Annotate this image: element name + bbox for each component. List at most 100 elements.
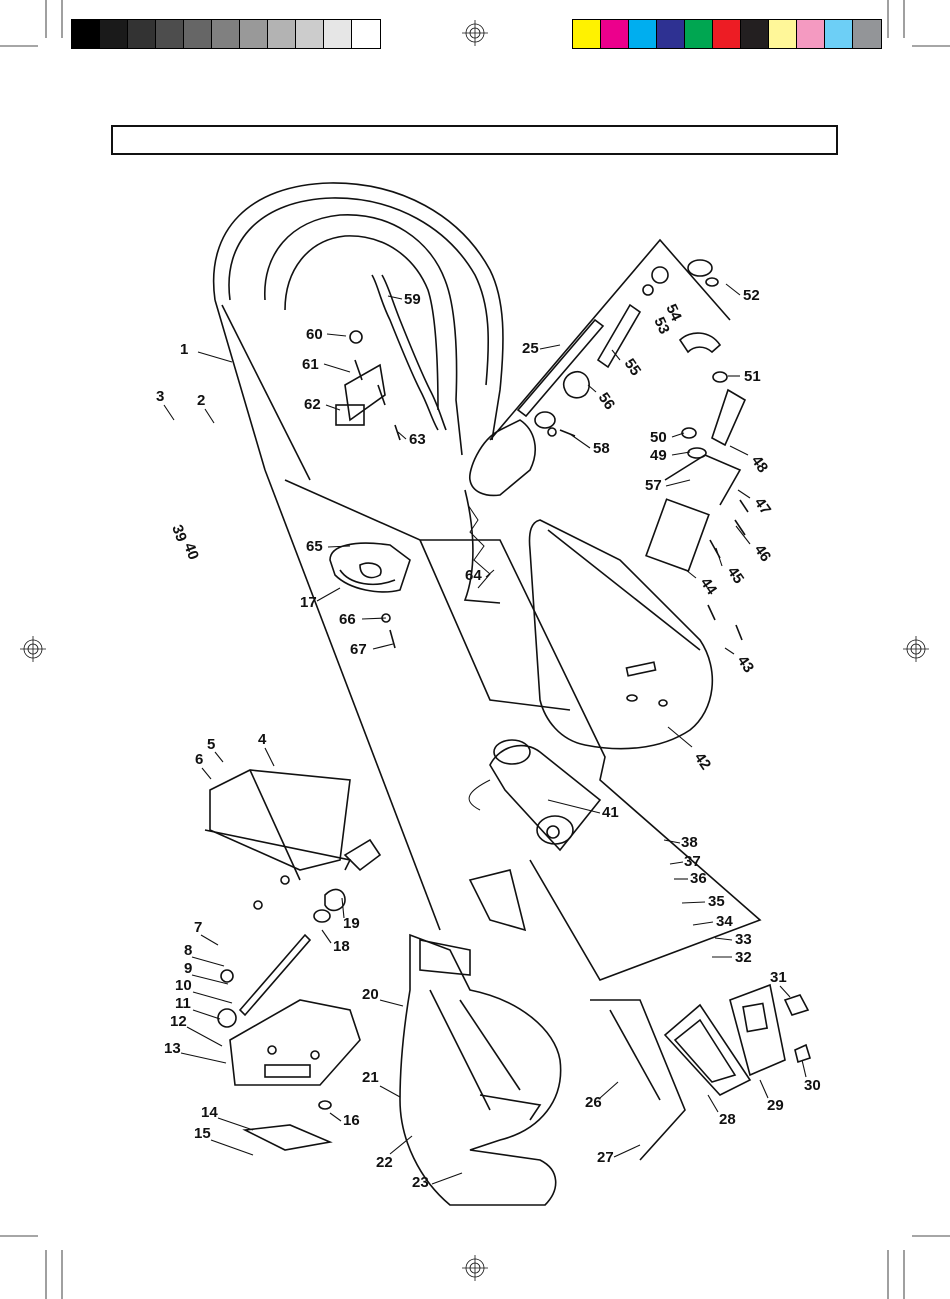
callout-number: 61 — [302, 356, 319, 373]
callout-number: 30 — [804, 1077, 821, 1094]
callout-leader — [218, 1118, 253, 1130]
switch-box — [590, 985, 810, 1160]
callout-number: 20 — [362, 986, 379, 1003]
callout-leader — [198, 352, 232, 362]
callout-number: 66 — [339, 611, 356, 628]
callout-number: 29 — [767, 1097, 784, 1114]
callout-leader — [388, 296, 402, 299]
callout-leader — [193, 992, 232, 1003]
callout-leader — [686, 570, 696, 578]
callout-number: 6 — [195, 751, 203, 768]
callout-number: 17 — [300, 594, 317, 611]
callout-number: 51 — [744, 368, 761, 385]
callout-leader — [738, 490, 750, 498]
blade-and-clamp — [336, 275, 446, 440]
callout-number: 41 — [602, 804, 619, 821]
callout-number: 45 — [724, 564, 747, 587]
callout-leader — [600, 1082, 618, 1098]
callout-leader — [187, 1027, 222, 1046]
callout-number: 28 — [719, 1111, 736, 1128]
callout-number: 31 — [770, 969, 787, 986]
callout-leader — [760, 1080, 768, 1098]
callout-leader — [327, 334, 346, 336]
callout-leader — [726, 284, 740, 295]
callout-number: 23 — [412, 1174, 429, 1191]
callout-number: 58 — [593, 440, 610, 457]
callout-number: 43 — [734, 653, 757, 676]
callout-number: 63 — [409, 431, 426, 448]
callout-number: 3 — [156, 388, 164, 405]
callout-leader — [682, 902, 705, 903]
callout-leader — [380, 1000, 403, 1006]
callout-number: 57 — [645, 477, 662, 494]
callout-number: 50 — [650, 429, 667, 446]
callout-leader — [715, 938, 732, 940]
belt-cover — [205, 770, 380, 1015]
callout-leader — [324, 364, 350, 372]
tilt-bracket — [330, 543, 410, 648]
work-table — [529, 520, 742, 749]
registration-mark-top — [462, 20, 488, 46]
callout-leader — [693, 922, 713, 925]
lower-bracket — [218, 970, 360, 1150]
callout-number: 18 — [333, 938, 350, 955]
callout-leader — [432, 1173, 462, 1184]
callout-number: 33 — [735, 931, 752, 948]
callout-leader — [215, 752, 223, 762]
callout-number: 22 — [376, 1154, 393, 1171]
callout-leader — [670, 862, 683, 864]
callout-leader — [802, 1060, 806, 1077]
callout-leader — [570, 434, 590, 448]
callout-leader — [328, 546, 350, 547]
callout-leader — [322, 930, 331, 943]
callout-number: 55 — [621, 356, 644, 379]
callout-number: 13 — [164, 1040, 181, 1057]
callout-leader — [192, 957, 224, 966]
callout-number: 21 — [362, 1069, 379, 1086]
callout-number: 8 — [184, 942, 192, 959]
wing-nut — [688, 260, 718, 286]
callout-number: 4 — [258, 731, 267, 748]
callout-leader — [725, 648, 734, 654]
callout-number: 44 — [697, 575, 721, 599]
callout-number: 32 — [735, 949, 752, 966]
callout-number: 67 — [350, 641, 367, 658]
callout-number: 14 — [201, 1104, 218, 1121]
callout-leader — [193, 1010, 220, 1019]
callout-number: 12 — [170, 1013, 187, 1030]
callout-number: 46 — [751, 542, 774, 565]
callout-number: 35 — [708, 893, 725, 910]
callout-number: 48 — [748, 453, 771, 476]
callout-leader — [708, 1095, 718, 1112]
callout-leader — [373, 644, 393, 649]
callout-number: 5 — [207, 736, 215, 753]
callout-leader — [211, 1140, 253, 1155]
callout-number: 42 — [691, 750, 714, 773]
callout-number: 9 — [184, 960, 192, 977]
callout-number: 47 — [751, 495, 774, 518]
callout-leader — [202, 768, 211, 779]
callout-number: 7 — [194, 919, 202, 936]
base-housing — [400, 870, 561, 1205]
part-callouts: 1234567891011121314151617181920212223252… — [156, 284, 821, 1191]
callout-leader — [666, 480, 690, 486]
callout-leader — [330, 1113, 341, 1121]
callout-number: 19 — [343, 915, 360, 932]
callout-leader — [164, 405, 174, 420]
callout-leader — [201, 935, 218, 945]
callout-leader — [265, 748, 274, 766]
callout-number: 26 — [585, 1094, 602, 1111]
callout-number: 15 — [194, 1125, 211, 1142]
callout-number: 52 — [743, 287, 760, 304]
callout-number: 27 — [597, 1149, 614, 1166]
callout-leader — [181, 1053, 226, 1063]
callout-leader — [716, 548, 722, 566]
callout-number: 34 — [716, 913, 733, 930]
callout-leader — [780, 986, 790, 997]
callout-number: 2 — [197, 392, 205, 409]
motor — [469, 740, 600, 850]
callout-leader — [317, 588, 340, 601]
callout-leader — [540, 345, 560, 349]
